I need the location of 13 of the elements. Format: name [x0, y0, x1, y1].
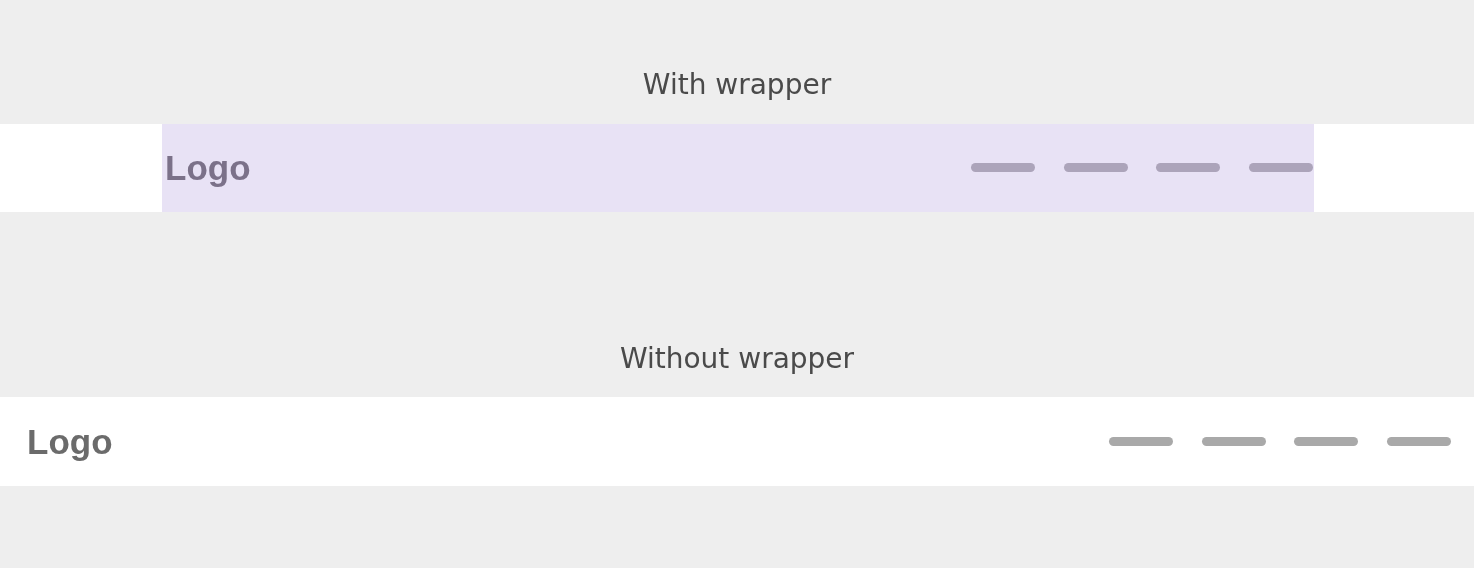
nav-placeholder: [1156, 163, 1220, 172]
placeholder-text: Logo: [165, 147, 251, 189]
placeholder-text: Logo: [27, 421, 113, 463]
nav-placeholder: [1249, 163, 1313, 172]
nav-placeholder: [1202, 437, 1266, 446]
section-heading: Without wrapper: [619, 342, 855, 376]
section-heading: With wrapper: [642, 68, 832, 102]
nav-placeholder: [1064, 163, 1128, 172]
nav-placeholder: [1387, 437, 1451, 446]
nav-placeholder: [1109, 437, 1173, 446]
nav-placeholder: [971, 163, 1035, 172]
nav-placeholder: [1294, 437, 1358, 446]
content-wrapper: [162, 124, 1314, 212]
